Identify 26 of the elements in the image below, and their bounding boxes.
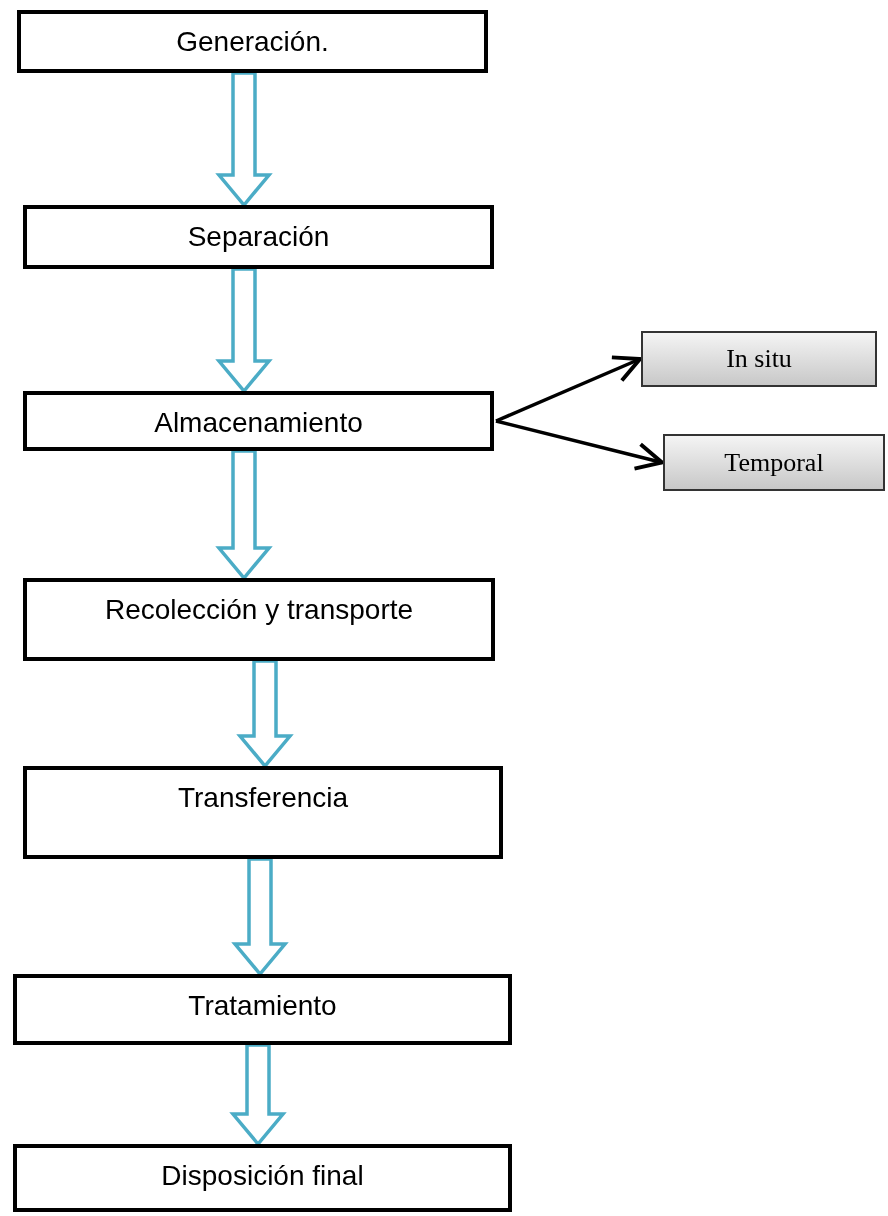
box-label: Disposición final bbox=[161, 1160, 364, 1192]
block-arrow bbox=[215, 449, 273, 581]
block-arrow bbox=[236, 659, 294, 769]
box-label: Separación bbox=[187, 221, 330, 253]
process-box bbox=[23, 578, 495, 661]
box-label: Tratamiento bbox=[188, 990, 337, 1022]
process-box bbox=[13, 974, 512, 1045]
process-box bbox=[23, 205, 494, 269]
block-arrow bbox=[215, 267, 273, 394]
box-label: Transferencia bbox=[177, 782, 349, 814]
process-box bbox=[13, 1144, 512, 1212]
process-box bbox=[23, 766, 503, 859]
process-box bbox=[17, 10, 488, 73]
box-label: Recolección y transporte bbox=[104, 594, 414, 626]
block-arrow bbox=[215, 71, 273, 208]
block-arrow bbox=[231, 857, 289, 977]
option-box bbox=[663, 434, 885, 491]
option-box bbox=[641, 331, 877, 387]
box-label: Almacenamiento bbox=[154, 407, 363, 439]
box-label: Temporal bbox=[724, 447, 824, 478]
process-box bbox=[23, 391, 494, 451]
box-label: Generación. bbox=[176, 26, 329, 58]
arrow bbox=[495, 355, 642, 423]
box-label: In situ bbox=[726, 344, 792, 374]
arrow bbox=[495, 419, 664, 471]
block-arrow bbox=[229, 1043, 287, 1147]
